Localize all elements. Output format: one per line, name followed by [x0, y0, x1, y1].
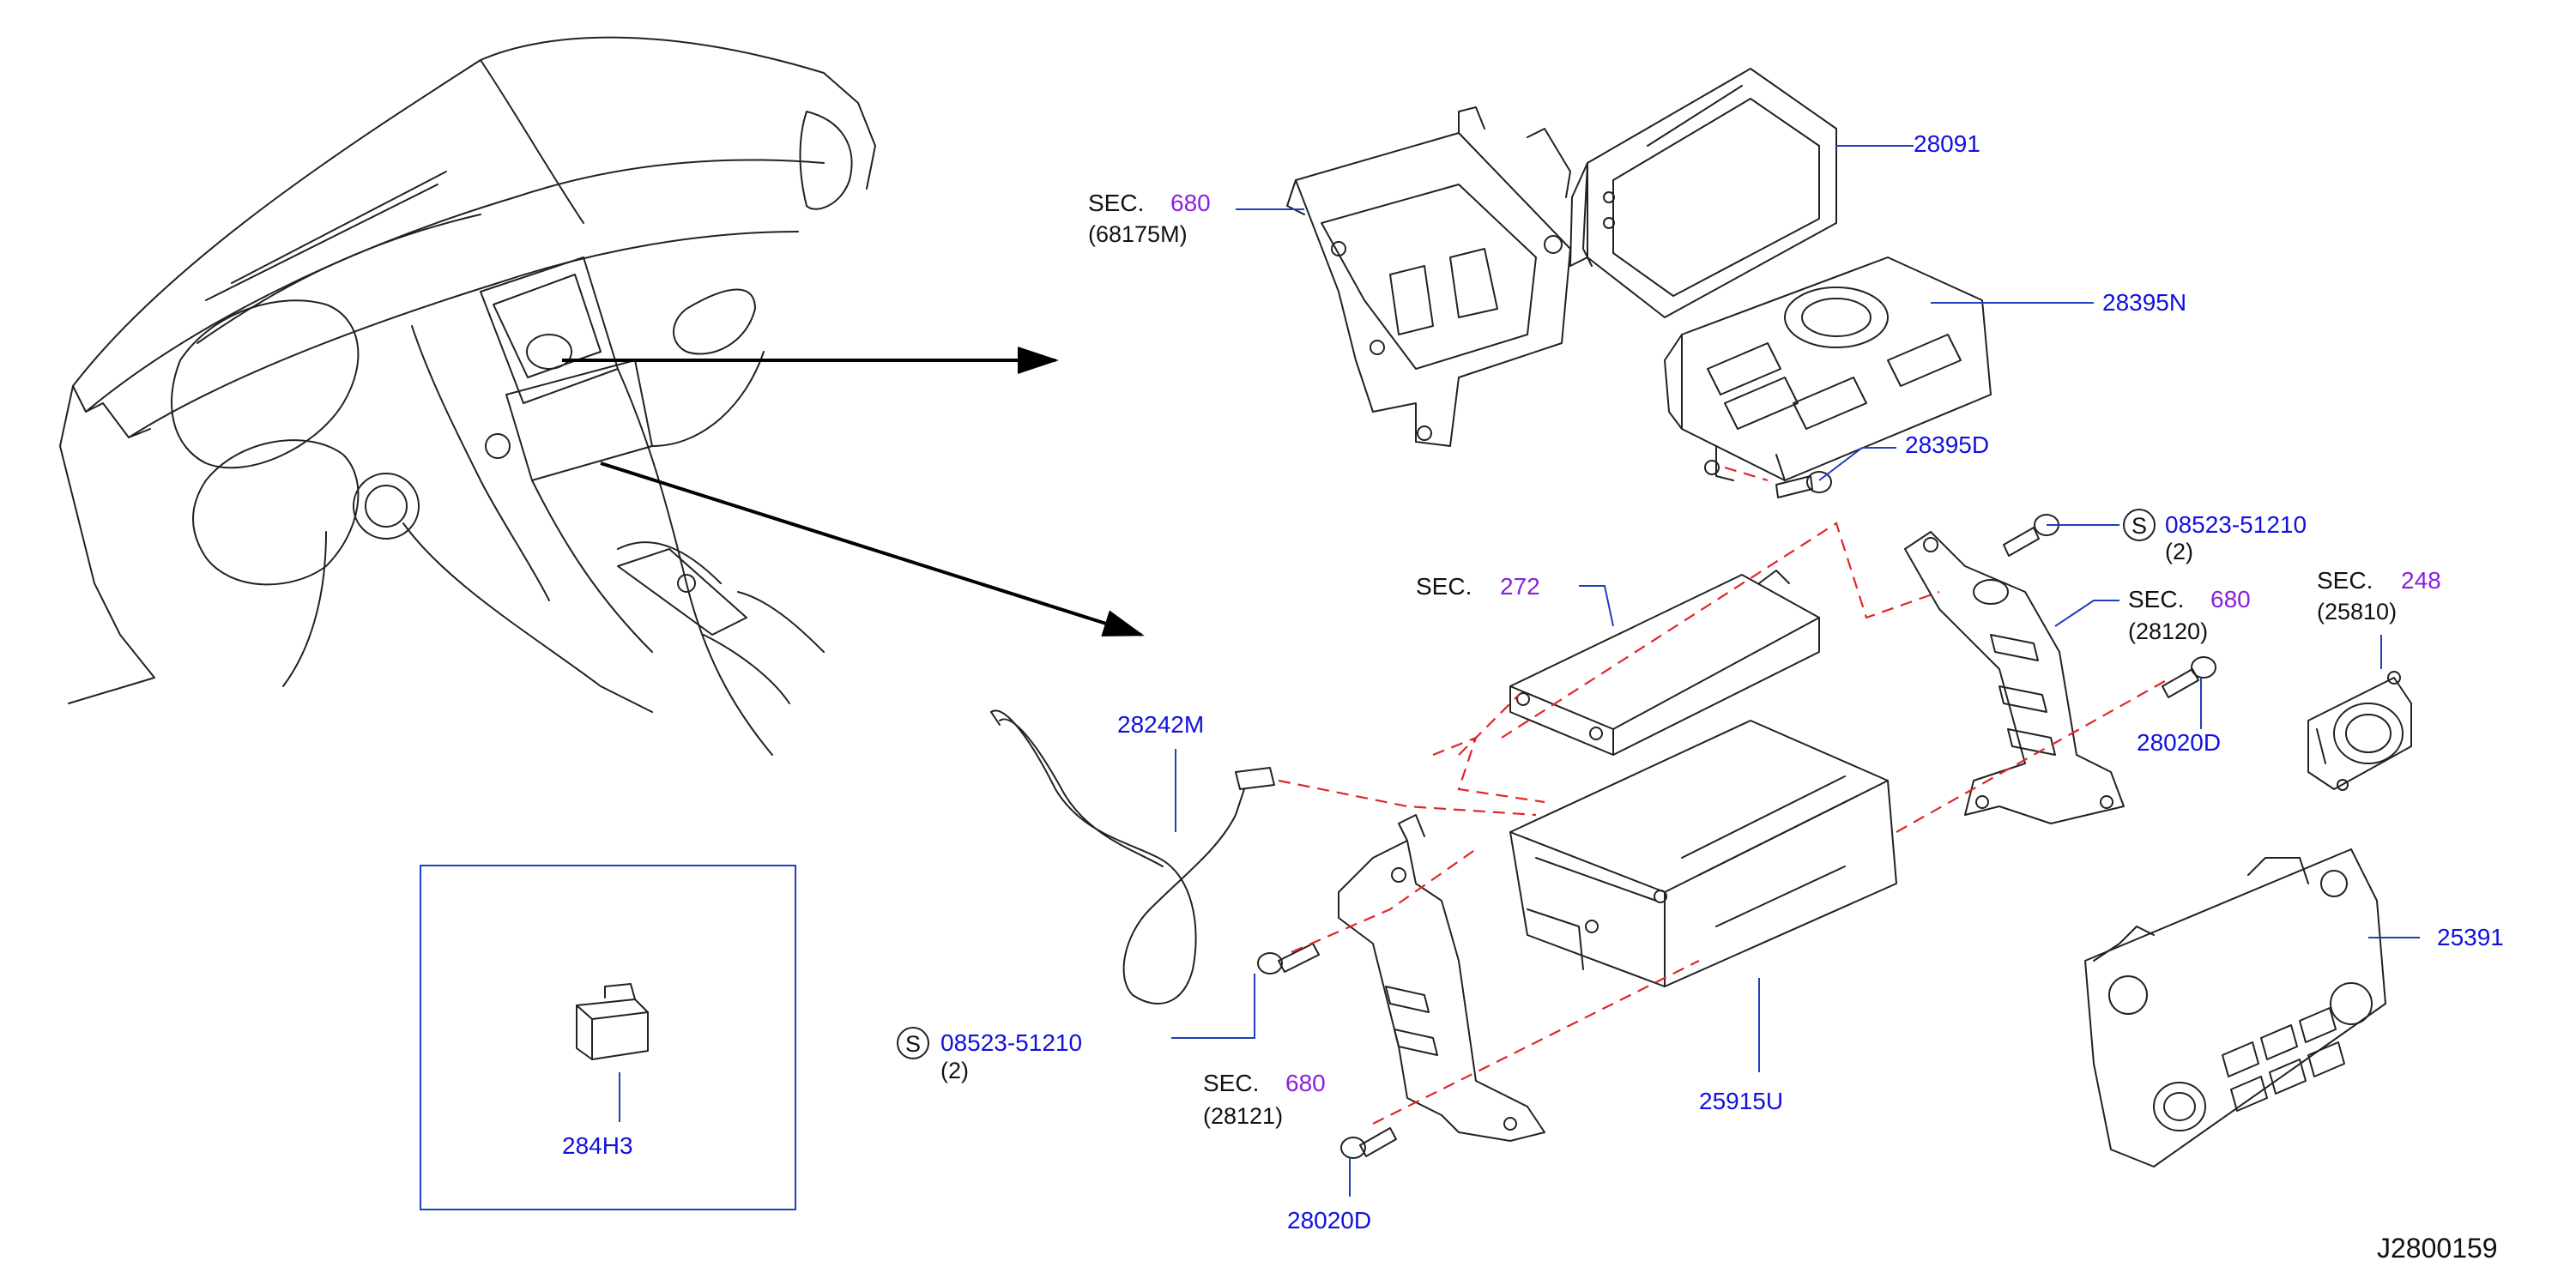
part-label-25915u: 25915U: [1699, 1088, 1783, 1114]
part-label-28020d-bottom: 28020D: [1287, 1207, 1371, 1234]
part-label-28020d-right: 28020D: [2137, 729, 2221, 756]
bolt: [1257, 943, 1320, 974]
dashed-connections: [1278, 466, 2172, 1125]
sec-label-272: SEC.: [1416, 573, 1472, 600]
wire-harness: [990, 709, 1275, 1005]
sec-number-680-a: 680: [1170, 190, 1211, 216]
bolt: [2003, 514, 2059, 557]
circled-s-icon: [2123, 509, 2156, 541]
qty-label-bottom: (2): [940, 1058, 969, 1083]
circled-s-letter: S: [2132, 513, 2147, 539]
bolt: [1340, 1127, 1397, 1159]
part-label-28395d: 28395D: [1905, 431, 1989, 458]
sec-ref-25810: (25810): [2317, 599, 2397, 624]
sec-ref-68175m: (68175M): [1088, 221, 1188, 247]
sec-label-28121: SEC.: [1203, 1070, 1259, 1096]
sec-number-272: 272: [1500, 573, 1540, 600]
part-label-08523-51210-bottom: 08523-51210: [940, 1029, 1082, 1056]
sec-ref-28120: (28120): [2128, 618, 2208, 644]
bolt: [2162, 656, 2216, 698]
sec-number-680-b: 680: [2210, 586, 2251, 612]
part-label-284h3: 284H3: [562, 1132, 633, 1159]
circled-s-icon: [897, 1027, 929, 1059]
qty-label-top: (2): [2165, 539, 2193, 564]
leader-lines: [619, 145, 2420, 1197]
sec-label-28120: SEC.: [2128, 586, 2184, 612]
side-bracket: [1904, 531, 2125, 824]
bracket-28121: [1338, 814, 1545, 1142]
control-panel-unit: [1664, 256, 1992, 481]
dashboard-illustration: [59, 36, 876, 756]
sec-number-680-c: 680: [1285, 1070, 1326, 1096]
circled-s-letter: S: [905, 1031, 921, 1057]
diagram-id: J2800159: [2377, 1233, 2498, 1264]
sec-label-68175m: SEC.: [1088, 190, 1144, 216]
inset-box: [420, 865, 796, 1210]
sec-ref-28121: (28121): [1203, 1103, 1283, 1129]
bolt: [1775, 471, 1832, 498]
connector-part: [576, 983, 649, 1060]
head-unit-box: [1509, 720, 1897, 987]
sec-label-25810: SEC.: [2317, 567, 2373, 594]
amp-module: [1509, 570, 1820, 756]
pointer-arrow: [600, 462, 1145, 636]
part-label-25391: 25391: [2437, 924, 2504, 950]
climate-control-panel: [2084, 848, 2386, 1167]
part-label-28091: 28091: [1914, 130, 1980, 157]
part-label-28395n: 28395N: [2102, 289, 2186, 316]
part-label-08523-51210-top: 08523-51210: [2165, 511, 2307, 538]
sensor-unit: [2307, 671, 2412, 791]
part-label-28242m: 28242M: [1117, 711, 1204, 738]
sec-number-248: 248: [2401, 567, 2441, 594]
display-unit: [1569, 68, 1837, 318]
display-bracket: [1286, 106, 1571, 447]
